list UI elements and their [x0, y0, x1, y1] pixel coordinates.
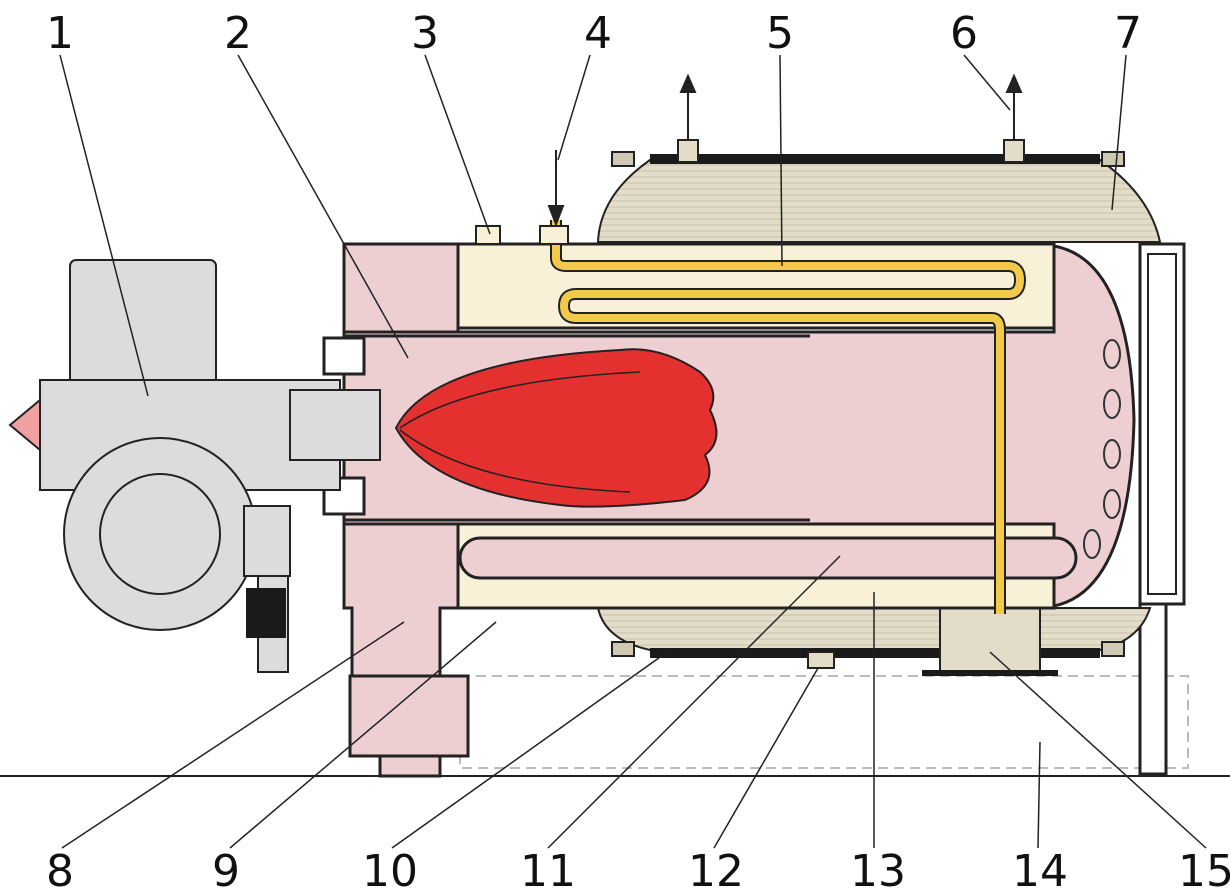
callout-label-8: 8: [46, 846, 74, 892]
flame: [394, 348, 718, 508]
callout-label-5: 5: [766, 8, 794, 59]
callout-label-2: 2: [224, 8, 252, 59]
bottom-nozzle: [807, 651, 835, 669]
leader-lines: [59, 54, 1207, 849]
flame-inner-line-2: [399, 429, 631, 493]
top-casing-plate: [650, 154, 1100, 164]
flue-outlet-flange: [348, 674, 470, 758]
bottom-casing-plate: [650, 648, 1100, 658]
right-support-leg: [1138, 598, 1168, 776]
flame-inner-line: [399, 371, 641, 429]
callout-label-7: 7: [1114, 8, 1142, 59]
callout-label-12: 12: [688, 846, 744, 892]
flue-gas-tube: [458, 536, 1078, 580]
bottom-casing-flange-left: [611, 641, 635, 657]
callout-label-11: 11: [520, 846, 576, 892]
front-casing-top: [342, 242, 460, 334]
burner-mount-upper: [322, 336, 366, 376]
nozzle-4: [539, 225, 569, 245]
drain-socket-flange: [922, 670, 1058, 676]
callout-label-15: 15: [1178, 846, 1230, 892]
top-casing-flange-left: [611, 151, 635, 167]
callout-label-13: 13: [850, 846, 906, 892]
flow-arrows: [547, 73, 1023, 227]
callout-label-1: 1: [46, 8, 74, 59]
top-casing-flange-right: [1101, 151, 1125, 167]
rear-door-glass: [1147, 253, 1177, 595]
burner-mount-lower: [322, 476, 366, 516]
callout-label-3: 3: [411, 8, 439, 59]
top-connection-right: [1003, 139, 1025, 163]
callout-label-4: 4: [584, 8, 612, 59]
heating-coil-fill: [552, 220, 1024, 614]
callout-label-14: 14: [1012, 846, 1068, 892]
nozzle-3: [475, 225, 501, 245]
reversal-chamber-ports: [1083, 339, 1121, 559]
drain-socket: [939, 607, 1041, 675]
bottom-casing-flange-right: [1101, 641, 1125, 657]
burner-assembly: [8, 259, 381, 673]
top-insulation-jacket: [596, 159, 1162, 243]
callout-label-9: 9: [212, 846, 240, 892]
callout-label-6: 6: [950, 8, 978, 59]
callout-label-10: 10: [362, 846, 418, 892]
top-connection-left: [677, 139, 699, 163]
